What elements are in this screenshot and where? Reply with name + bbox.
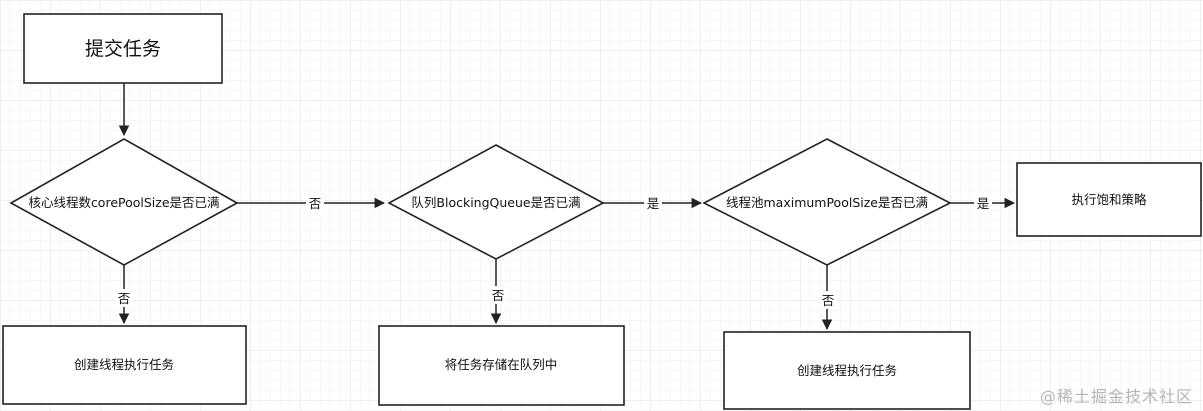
edge-label-core-to-create-core: 否 (118, 291, 131, 306)
decision-max-pool-full-label: 线程池maximumPoolSize是否已满 (726, 195, 928, 210)
node-submit-task: 提交任务 (23, 13, 223, 84)
edge-label-queue-to-max: 是 (647, 196, 660, 211)
edge-label-queue-to-enqueue: 否 (492, 288, 505, 303)
edge-label-core-to-queue: 否 (309, 196, 322, 211)
node-create-max-thread: 创建线程执行任务 (723, 331, 971, 410)
decision-core-pool-full-label: 核心线程数corePoolSize是否已满 (28, 195, 219, 210)
node-enqueue-task: 将任务存储在队列中 (378, 325, 625, 406)
decision-core-pool-full: 核心线程数corePoolSize是否已满 (9, 138, 239, 266)
watermark: @稀土掘金技术社区 (1039, 387, 1193, 406)
edge-label-max-to-create-max: 否 (822, 293, 835, 308)
node-create-max-thread-label: 创建线程执行任务 (797, 363, 897, 378)
decision-queue-full-label: 队列BlockingQueue是否已满 (411, 195, 580, 210)
node-create-core-thread: 创建线程执行任务 (2, 325, 247, 405)
decision-max-pool-full: 线程池maximumPoolSize是否已满 (702, 138, 952, 266)
node-rejection-policy-label: 执行饱和策略 (1071, 192, 1147, 207)
node-enqueue-task-label: 将任务存储在队列中 (445, 357, 558, 372)
node-rejection-policy: 执行饱和策略 (1016, 162, 1202, 237)
node-create-core-thread-label: 创建线程执行任务 (74, 357, 174, 372)
node-submit-task-label: 提交任务 (85, 38, 161, 60)
decision-queue-full: 队列BlockingQueue是否已满 (387, 144, 605, 260)
edge-label-max-to-reject: 是 (977, 196, 990, 211)
